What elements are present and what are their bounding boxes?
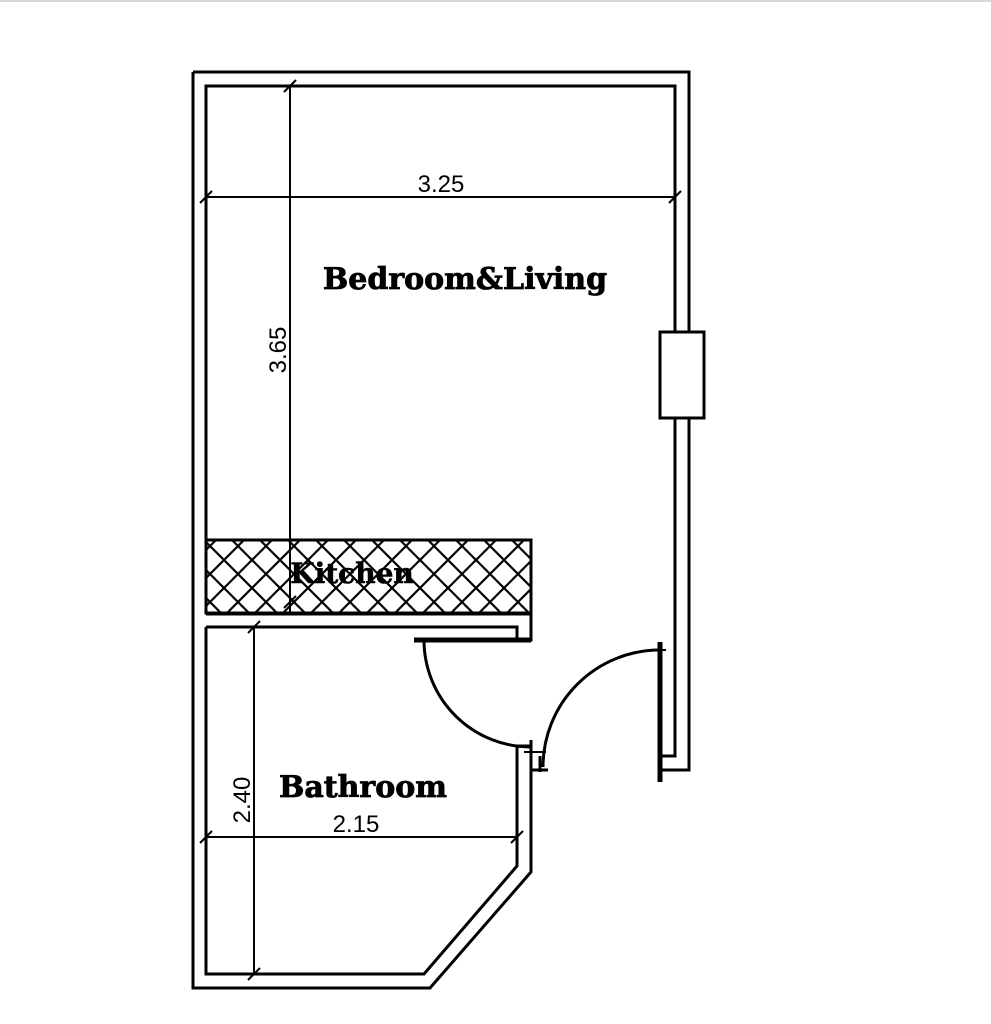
bedroom-width-dimension: 3.25 (418, 171, 465, 198)
inner-walls (204, 84, 677, 976)
bathroom-label: Bathroom (279, 770, 447, 805)
dimension-lines (199, 79, 682, 981)
entrance-door (541, 642, 666, 782)
kitchen-counter (204, 538, 533, 615)
bedroom-length-dimension: 3.65 (265, 327, 292, 374)
kitchen-label: Kitchen (290, 557, 413, 590)
top-divider (0, 0, 991, 2)
bathroom-width-dimension: 2.15 (333, 811, 380, 838)
window (658, 330, 706, 420)
bathroom-length-dimension: 2.40 (229, 777, 256, 824)
bedroom-living-label: Bedroom&Living (323, 262, 607, 297)
outer-walls (191, 70, 691, 990)
bathroom-door (414, 637, 548, 772)
